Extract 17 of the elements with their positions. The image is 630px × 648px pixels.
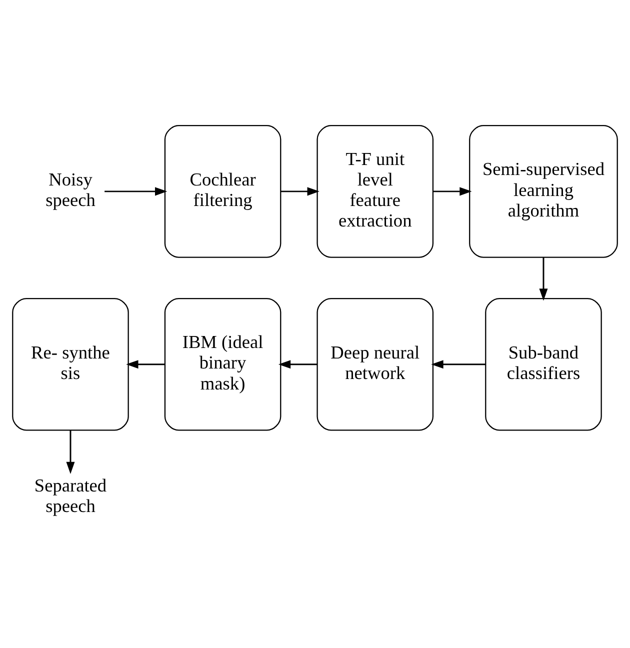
node-box: T-F unit level feature extraction (316, 125, 434, 258)
node-box: Semi-supervised learning algorithm (469, 125, 618, 258)
node-box: Deep neural network (316, 298, 434, 431)
arrow (539, 258, 548, 301)
node-box: Re- synthe sis (12, 298, 129, 431)
node-box: IBM (ideal binary mask) (164, 298, 282, 431)
node-box: Sub-band classifiers (485, 298, 602, 431)
arrow (431, 360, 486, 369)
arrow (104, 187, 168, 196)
arrow (280, 187, 320, 196)
node-text: Separated speech (34, 475, 107, 516)
arrow (66, 430, 75, 474)
node-text: Noisy speech (46, 169, 96, 210)
arrow (278, 360, 318, 369)
arrow (433, 187, 472, 196)
node-box: Cochlear filtering (164, 125, 282, 258)
arrow (126, 360, 165, 369)
